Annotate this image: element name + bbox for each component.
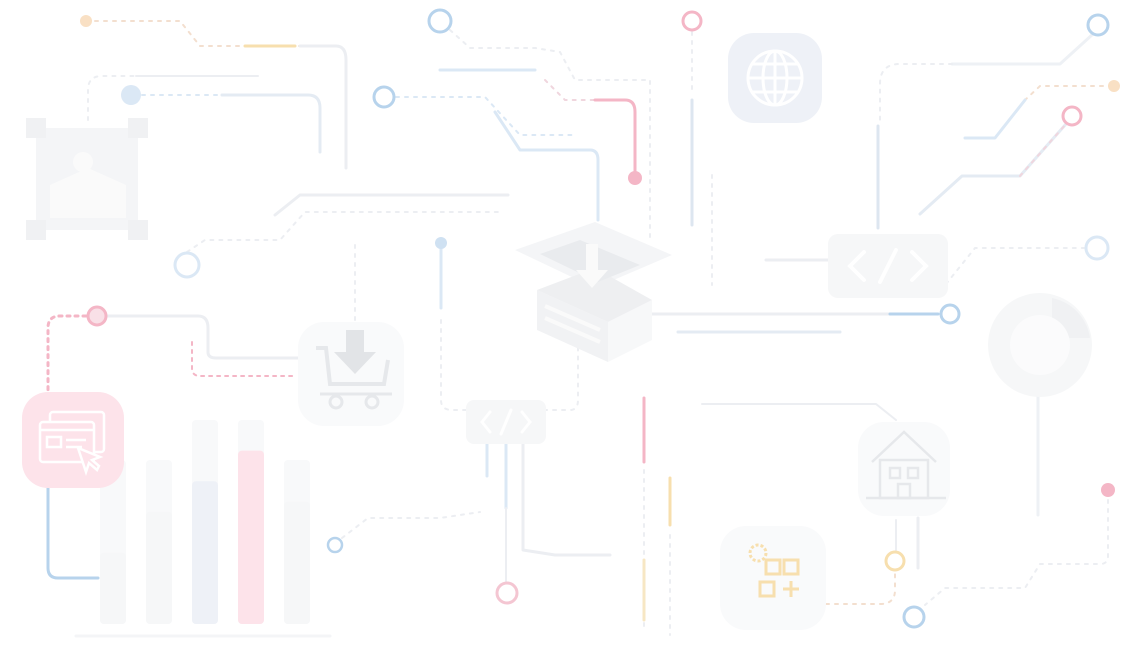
building-icon	[866, 430, 946, 500]
web-window-tile	[22, 392, 124, 488]
pie-chart	[988, 293, 1092, 397]
code-tile-center	[466, 400, 546, 444]
bar-fill	[192, 481, 218, 624]
apps-add-tile	[720, 526, 826, 630]
image-frame	[26, 118, 148, 240]
circuit-nodes	[80, 8, 1120, 629]
image-frame-icon	[50, 152, 126, 218]
bar-fill	[284, 501, 310, 624]
apps-add-icon	[748, 543, 800, 598]
globe-tile	[728, 33, 822, 123]
bar-columns	[100, 420, 310, 624]
package-box-icon	[515, 222, 672, 362]
code-brackets-icon	[847, 248, 929, 284]
pie-chart-icon	[1010, 315, 1070, 375]
bar-fill	[146, 511, 172, 624]
code-tile-right	[828, 234, 948, 298]
bar-fill	[100, 552, 126, 624]
package-download	[515, 222, 672, 362]
code-brackets-icon	[480, 408, 532, 436]
cart-download-tile	[298, 322, 404, 426]
globe-icon	[746, 49, 804, 107]
browser-window-cursor-icon	[38, 410, 106, 476]
bar-fill	[238, 450, 264, 624]
circuit-lines	[46, 20, 1113, 638]
building-tile	[858, 422, 950, 516]
cart-download-icon	[316, 330, 392, 410]
